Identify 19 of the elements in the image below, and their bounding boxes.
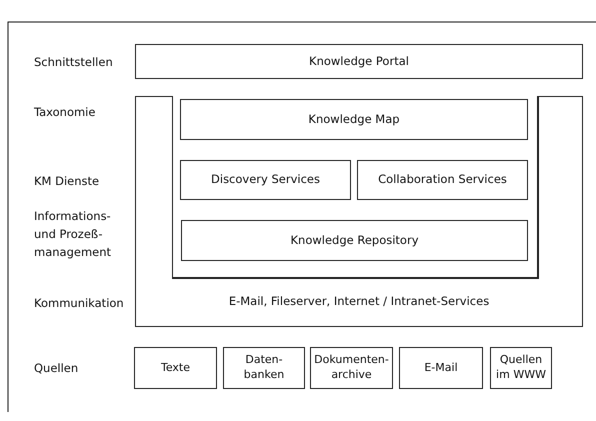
source-box: Daten- banken (223, 347, 305, 389)
inner-layer-frame (172, 96, 538, 278)
layer-name: Schnittstellen (34, 54, 113, 71)
source-box: Quellen im WWW (490, 347, 552, 389)
layer-box: Knowledge Repository (181, 220, 528, 261)
layer-box: Knowledge Map (180, 99, 528, 140)
source-box: Texte (134, 347, 217, 389)
layer-box: Collaboration Services (357, 160, 528, 200)
source-box: E-Mail (399, 347, 483, 389)
communication-layer-band (135, 96, 583, 327)
layer-name: Informations- und Prozeß- management (34, 208, 112, 261)
layer-text: E-Mail, Fileserver, Internet / Intranet-Services (228, 294, 490, 308)
source-box: Dokumenten- archive (310, 347, 393, 389)
layer-name: KM Dienste (34, 173, 100, 190)
layer-box: Discovery Services (180, 160, 351, 200)
layer-name: Taxonomie (34, 104, 96, 121)
layer-name: Quellen (34, 360, 78, 377)
layer-box: Knowledge Portal (135, 44, 583, 79)
layer-name: Kommunikation (34, 295, 124, 312)
